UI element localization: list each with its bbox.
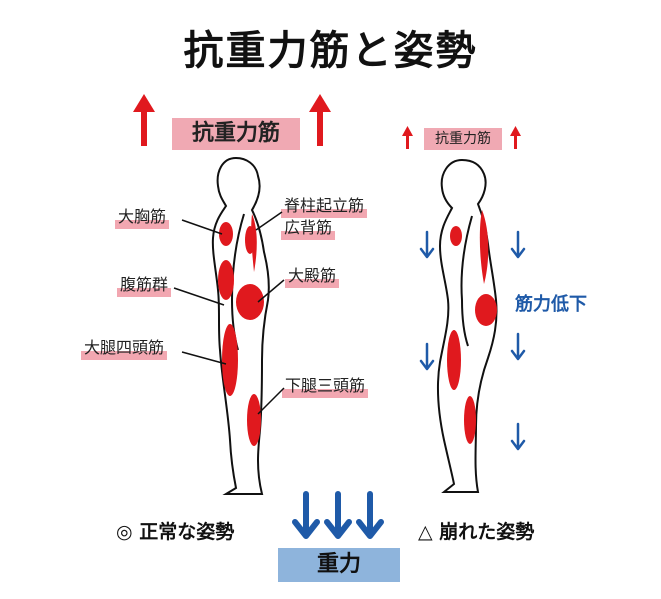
muscle-quadriceps bbox=[222, 324, 238, 396]
right-header-label: 抗重力筋 bbox=[424, 128, 502, 150]
normal-posture-figure bbox=[173, 156, 285, 495]
gravity-arrow-icon bbox=[324, 491, 352, 539]
blue-down-arrow-icon bbox=[419, 342, 435, 371]
red-up-arrow-icon bbox=[402, 126, 413, 149]
poor-posture-figure bbox=[436, 158, 498, 493]
muscle-gluteus bbox=[236, 284, 264, 320]
red-up-arrow-icon bbox=[133, 94, 155, 146]
muscle-triceps-surae bbox=[464, 396, 476, 444]
label-latissimus: 広背筋 bbox=[281, 215, 336, 241]
weakness-label: 筋力低下 bbox=[515, 294, 587, 315]
page-title: 抗重力筋と姿勢 bbox=[183, 28, 478, 74]
red-up-arrow-icon bbox=[510, 126, 521, 149]
figure-arm bbox=[460, 215, 473, 347]
muscle-pectoralis bbox=[450, 226, 462, 246]
gravity-arrow-icon bbox=[292, 491, 320, 539]
muscle-back bbox=[479, 210, 489, 284]
gravity-label: 重力 bbox=[278, 548, 400, 582]
figure-outline bbox=[211, 156, 270, 495]
left-caption: ◎ 正常な姿勢 bbox=[116, 521, 235, 543]
muscle-abdominals bbox=[218, 260, 234, 300]
muscle-pectoralis bbox=[219, 222, 233, 246]
gravity-arrow-icon bbox=[356, 491, 384, 539]
blue-down-arrow-icon bbox=[510, 230, 526, 259]
muscle-triceps-surae bbox=[247, 394, 261, 446]
label-quadriceps: 大腿四頭筋 bbox=[81, 335, 168, 361]
blue-down-arrow-icon bbox=[419, 230, 435, 259]
label-erector-spinae: 脊柱起立筋 bbox=[281, 193, 368, 219]
muscle-quadriceps bbox=[447, 330, 461, 390]
muscle-latissimus bbox=[245, 226, 255, 254]
left-header-label: 抗重力筋 bbox=[172, 118, 300, 150]
label-pectoralis: 大胸筋 bbox=[115, 204, 170, 230]
label-abdominals: 腹筋群 bbox=[117, 272, 172, 298]
red-up-arrow-icon bbox=[309, 94, 331, 146]
label-triceps-surae: 下腿三頭筋 bbox=[282, 373, 369, 399]
figure-outline bbox=[436, 158, 498, 493]
muscle-gluteus bbox=[475, 294, 497, 326]
right-caption: △ 崩れた姿勢 bbox=[418, 521, 535, 543]
blue-down-arrow-icon bbox=[510, 422, 526, 451]
label-gluteus: 大殿筋 bbox=[285, 263, 340, 289]
blue-down-arrow-icon bbox=[510, 332, 526, 361]
